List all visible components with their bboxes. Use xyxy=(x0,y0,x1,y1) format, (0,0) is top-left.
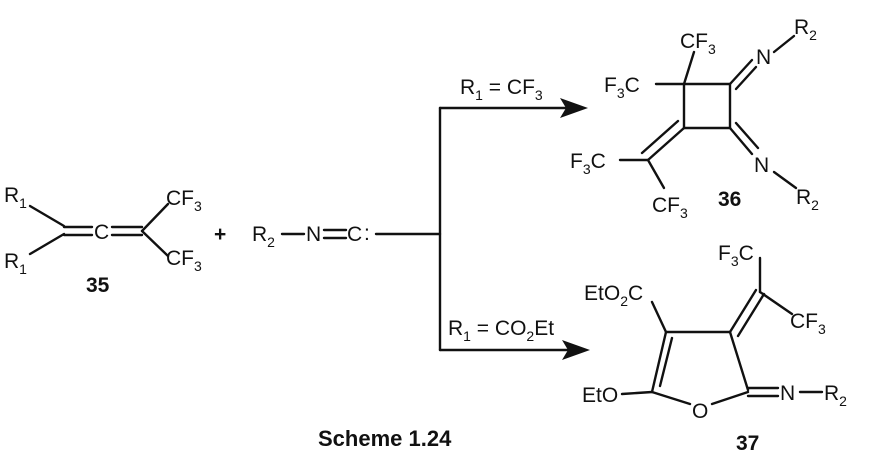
c36-bond-cf3-low xyxy=(646,158,666,190)
condition-top: R1 = CF3 xyxy=(460,76,543,103)
isocyanide-c: C xyxy=(347,223,362,246)
c37-bond-ester xyxy=(650,300,668,334)
c36-cf3-low: CF3 xyxy=(652,194,688,221)
arrow-bottom-head xyxy=(562,340,590,360)
compound-36: CF3 F3C N R2 N R2 F3C CF3 36 xyxy=(570,16,819,221)
c35-cf3-bottom: CF3 xyxy=(166,247,202,274)
c37-ring-c4-c5 xyxy=(728,330,750,392)
c37-exo-double-2 xyxy=(736,292,766,338)
c36-cf3-up: CF3 xyxy=(680,30,716,57)
c36-exo-double-1 xyxy=(646,126,686,162)
isocyanide-colon: : xyxy=(364,222,370,245)
c37-eto2c: EtO2C xyxy=(584,282,643,309)
c35-cf3-top: CF3 xyxy=(166,187,202,214)
c36-imine-down-1 xyxy=(728,126,754,156)
condition-bottom: R1 = CO2Et xyxy=(448,317,554,344)
c36-imine-up-2 xyxy=(734,65,758,91)
plus-sign: + xyxy=(214,223,226,246)
c37-ring-c2-c3-double xyxy=(658,336,674,388)
c37-number: 37 xyxy=(736,432,759,455)
c36-imine-up-1 xyxy=(728,58,754,86)
c36-r2-up: R2 xyxy=(794,16,817,43)
c36-number: 36 xyxy=(718,188,741,211)
c35-bond-cf3-bottom xyxy=(140,229,170,258)
compound-37: O EtO2C EtO F3C CF3 N R2 37 xyxy=(582,242,847,455)
c36-n-up: N xyxy=(756,46,771,69)
c37-bond-eto xyxy=(620,390,654,396)
c35-bond-r1-top xyxy=(28,204,66,228)
c37-cf3: CF3 xyxy=(790,310,826,337)
arrow-top-head xyxy=(560,98,588,118)
c35-bond-cf3-top xyxy=(140,202,170,233)
c37-f3c: F3C xyxy=(718,242,754,269)
c35-number: 35 xyxy=(86,274,110,297)
isocyanide-n: N xyxy=(306,223,321,246)
c36-n-down: N xyxy=(754,154,769,177)
reaction-arrows: R1 = CF3 R1 = CO2Et xyxy=(374,76,590,360)
c37-exo-double-1 xyxy=(728,288,758,334)
c37-ring-c2-c3 xyxy=(650,330,668,394)
c35-r1-bottom: R1 xyxy=(4,250,27,277)
c35-central-c: C xyxy=(94,221,109,244)
c37-r2: R2 xyxy=(824,382,847,409)
compound-35: R1 R1 C CF3 CF3 35 xyxy=(4,184,202,297)
c36-imine-down-2 xyxy=(734,121,760,150)
c36-bond-n-r2-down xyxy=(772,170,798,190)
c37-eto: EtO xyxy=(582,384,618,407)
scheme-caption: Scheme 1.24 xyxy=(318,426,452,451)
c36-bond-cf3-up xyxy=(682,50,696,86)
c37-bond-cf3 xyxy=(758,290,794,316)
c37-ring-c5-o xyxy=(710,390,750,406)
c36-bond-n-r2-up xyxy=(772,34,796,54)
c35-r1-top: R1 xyxy=(4,184,27,211)
c36-r2-down: R2 xyxy=(796,186,819,213)
c37-ring-o-c2 xyxy=(650,390,692,406)
isocyanide: R2 N C : xyxy=(252,222,370,250)
c37-ring-o: O xyxy=(692,400,708,423)
c36-f3c-left: F3C xyxy=(604,74,640,101)
c35-bond-r1-bottom xyxy=(28,232,66,256)
isocyanide-r2: R2 xyxy=(252,223,275,250)
c37-n: N xyxy=(780,382,795,405)
c36-exo-double-2 xyxy=(640,119,680,155)
c36-f3c-low: F3C xyxy=(570,150,606,177)
